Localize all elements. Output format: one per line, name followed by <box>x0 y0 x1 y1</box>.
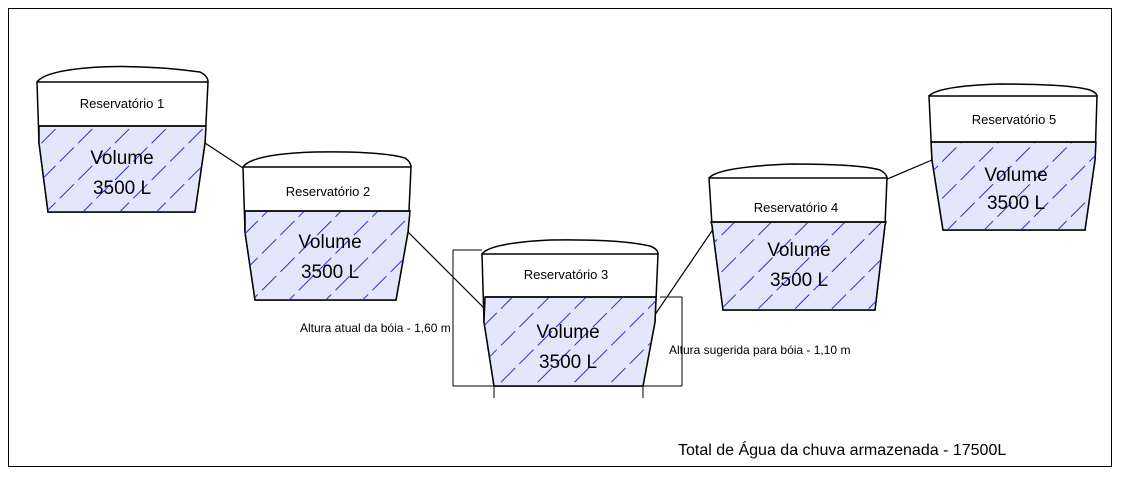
reservoir-3 <box>481 239 659 387</box>
pipe-1-2 <box>204 142 244 169</box>
reservoir-2-volume-value: 3500 L <box>301 262 359 283</box>
current-float-height-label: Altura atual da bóia - 1,60 m <box>300 321 451 335</box>
reservoir-5-lid <box>928 83 1098 97</box>
reservoir-3-lid <box>481 239 659 255</box>
total-stored-water-label: Total de Água da chuva armazenada - 1750… <box>678 440 1006 459</box>
reservoir-2 <box>242 151 412 301</box>
reservoir-5 <box>928 83 1098 231</box>
reservoir-4-volume-label: Volume <box>767 240 830 261</box>
pipe-3-4 <box>649 224 717 323</box>
reservoir-4-name: Reservatório 4 <box>754 200 839 215</box>
reservoir-2-lid <box>242 151 412 168</box>
reservoir-3-volume-label: Volume <box>536 322 599 343</box>
reservoir-5-volume-value: 3500 L <box>987 193 1045 214</box>
reservoir-1-lid <box>36 65 209 83</box>
reservoir-5-volume-label: Volume <box>984 165 1047 186</box>
reservoir-2-volume-label: Volume <box>298 232 361 253</box>
suggested-float-height-label: Altura sugerida para bóia - 1,10 m <box>669 343 850 357</box>
reservoir-5-name: Reservatório 5 <box>972 112 1057 127</box>
reservoir-3-name: Reservatório 3 <box>524 267 609 282</box>
reservoir-4-lid <box>708 163 888 179</box>
reservoir-1-volume-value: 3500 L <box>93 178 151 199</box>
reservoir-1-name: Reservatório 1 <box>80 96 165 111</box>
reservoir-4 <box>708 163 888 311</box>
pipe-4-5 <box>884 159 933 181</box>
reservoir-1 <box>36 65 209 213</box>
reservoir-3-volume-value: 3500 L <box>539 352 597 373</box>
reservoir-4-volume-value: 3500 L <box>770 270 828 291</box>
reservoir-1-volume-label: Volume <box>90 148 153 169</box>
reservoir-2-name: Reservatório 2 <box>286 184 371 199</box>
